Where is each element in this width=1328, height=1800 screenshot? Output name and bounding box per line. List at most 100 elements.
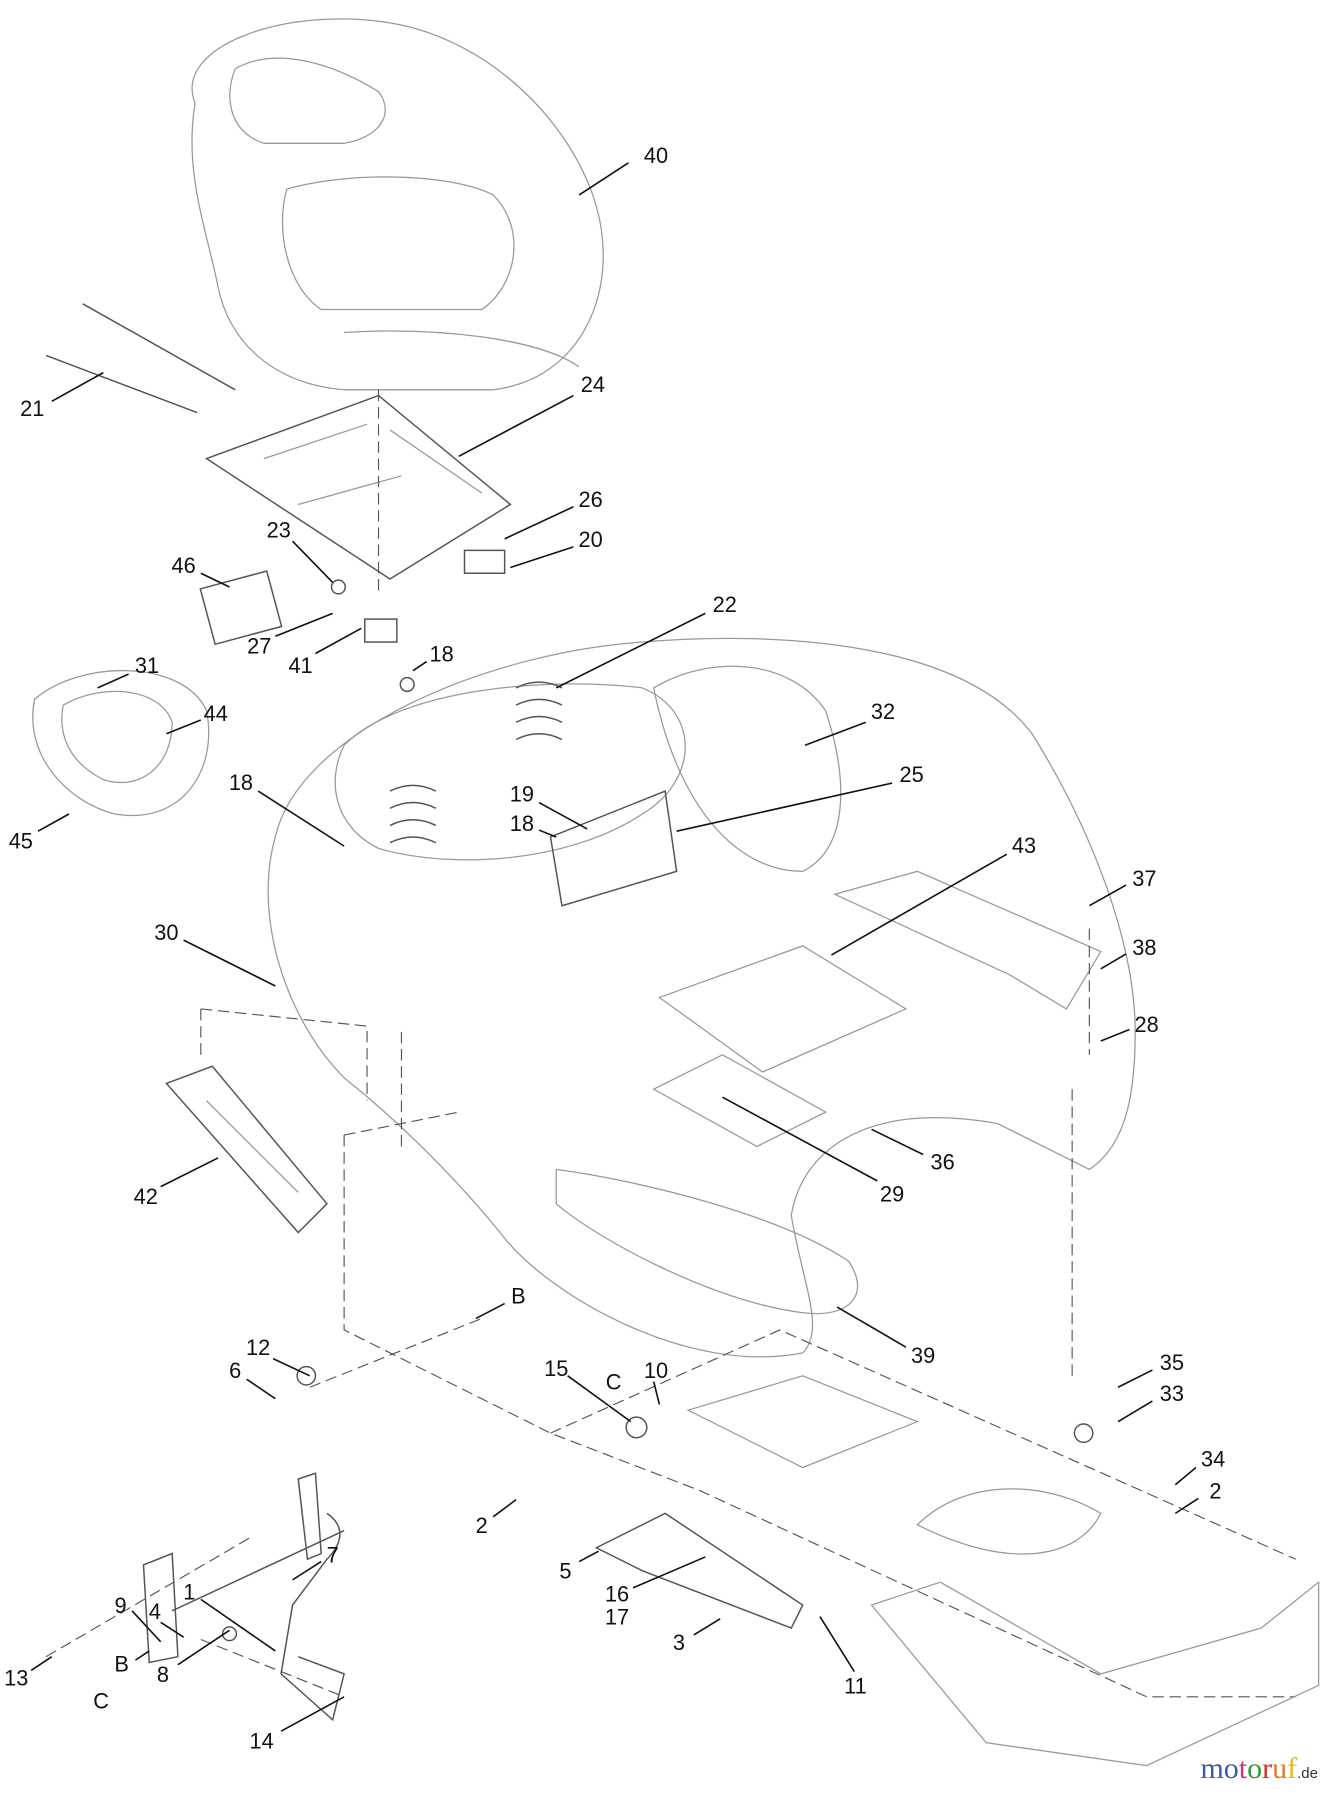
leader-line <box>177 1629 230 1666</box>
callout-22: 22 <box>713 592 737 617</box>
brake-pedal-assembly <box>142 1365 1094 1722</box>
grip-handle <box>32 669 210 817</box>
callout-19: 19 <box>510 781 534 806</box>
callout-39: 39 <box>911 1343 935 1368</box>
leader-line <box>160 1157 219 1188</box>
leader-line <box>200 1598 276 1652</box>
callout-37: 37 <box>1132 866 1156 891</box>
leader-line <box>676 782 893 832</box>
callout-14: 14 <box>249 1728 273 1753</box>
callout-38: 38 <box>1132 935 1156 960</box>
leader-line <box>819 1616 855 1673</box>
leader-line <box>492 1498 517 1518</box>
callout-28: 28 <box>1135 1012 1159 1037</box>
leader-line <box>578 1550 600 1563</box>
frame <box>45 928 1320 1767</box>
leader-line <box>97 673 129 689</box>
callout-13: 13 <box>4 1665 28 1690</box>
leader-line <box>183 939 276 987</box>
callout-26: 26 <box>579 487 603 512</box>
leader-line <box>632 1556 706 1589</box>
callout-33: 33 <box>1160 1381 1184 1406</box>
leader-line <box>257 790 345 847</box>
callout-15: 15 <box>544 1356 568 1381</box>
watermark-letter: t <box>1238 1752 1248 1785</box>
leader-line <box>135 1650 150 1661</box>
callout-C: C <box>93 1688 109 1713</box>
leader-line <box>538 829 557 838</box>
leader-line <box>292 1560 322 1581</box>
leader-line <box>315 627 362 655</box>
callout-34: 34 <box>1201 1446 1225 1471</box>
leader-line <box>652 1381 661 1405</box>
leader-line <box>1100 1028 1130 1042</box>
callout-17: 17 <box>605 1605 629 1630</box>
leader-line <box>830 853 1008 956</box>
leader-line <box>1100 953 1127 970</box>
leader-line <box>567 1375 632 1423</box>
callout-2: 2 <box>476 1513 488 1538</box>
watermark-letter: u <box>1272 1752 1288 1785</box>
leader-line <box>291 540 334 583</box>
leader-line <box>538 801 588 830</box>
watermark-suffix: .de <box>1297 1765 1318 1782</box>
leader-line <box>160 1621 185 1638</box>
callout-35: 35 <box>1160 1350 1184 1375</box>
callout-32: 32 <box>871 699 895 724</box>
leader-line <box>246 1378 276 1400</box>
leader-line <box>1174 1466 1197 1486</box>
leader-line <box>1117 1369 1153 1388</box>
callout-45: 45 <box>9 828 33 853</box>
watermark-letter: r <box>1262 1752 1273 1785</box>
leader-line <box>836 1306 907 1348</box>
callout-8: 8 <box>157 1662 169 1687</box>
callout-4: 4 <box>149 1599 161 1624</box>
watermark-text: motoruf <box>1200 1752 1297 1785</box>
callout-20: 20 <box>579 527 603 552</box>
leader-line <box>555 612 706 689</box>
callout-30: 30 <box>154 920 178 945</box>
leader-line <box>693 1618 721 1636</box>
callout-2: 2 <box>1209 1478 1221 1503</box>
leader-line <box>272 1357 311 1377</box>
leader-line <box>871 1128 924 1156</box>
cable-ties <box>45 303 236 414</box>
callout-40: 40 <box>644 143 668 168</box>
callout-3: 3 <box>673 1630 685 1655</box>
callout-5: 5 <box>559 1559 571 1584</box>
callout-10: 10 <box>644 1358 668 1383</box>
callout-41: 41 <box>288 653 312 678</box>
callout-42: 42 <box>134 1184 158 1209</box>
callout-12: 12 <box>246 1335 270 1360</box>
leader-line <box>280 1696 345 1732</box>
callout-B: B <box>114 1652 129 1677</box>
leader-line <box>804 721 867 746</box>
leader-line <box>131 1610 162 1643</box>
motoruf-watermark-logo: motoruf.de <box>1200 1752 1318 1786</box>
callout-18: 18 <box>229 770 253 795</box>
callout-31: 31 <box>135 653 159 678</box>
callout-9: 9 <box>115 1593 127 1618</box>
seat-plate <box>204 389 512 597</box>
leader-line <box>510 546 574 569</box>
leader-line <box>504 506 574 540</box>
leader-line <box>37 813 70 832</box>
fender-body <box>267 637 1136 1358</box>
callout-16: 16 <box>605 1582 629 1607</box>
small-parts <box>199 549 506 693</box>
shift-plate <box>165 1065 328 1234</box>
callout-18: 18 <box>429 642 453 667</box>
leader-line <box>458 394 574 458</box>
callout-21: 21 <box>20 396 44 421</box>
leader-line <box>51 371 104 402</box>
leader-line <box>1088 884 1127 907</box>
springs <box>389 681 678 907</box>
leader-line <box>30 1656 53 1672</box>
callout-C: C <box>606 1370 622 1395</box>
leader-line <box>275 612 333 638</box>
callout-43: 43 <box>1012 833 1036 858</box>
callout-7: 7 <box>327 1543 339 1568</box>
callout-1: 1 <box>183 1579 195 1604</box>
